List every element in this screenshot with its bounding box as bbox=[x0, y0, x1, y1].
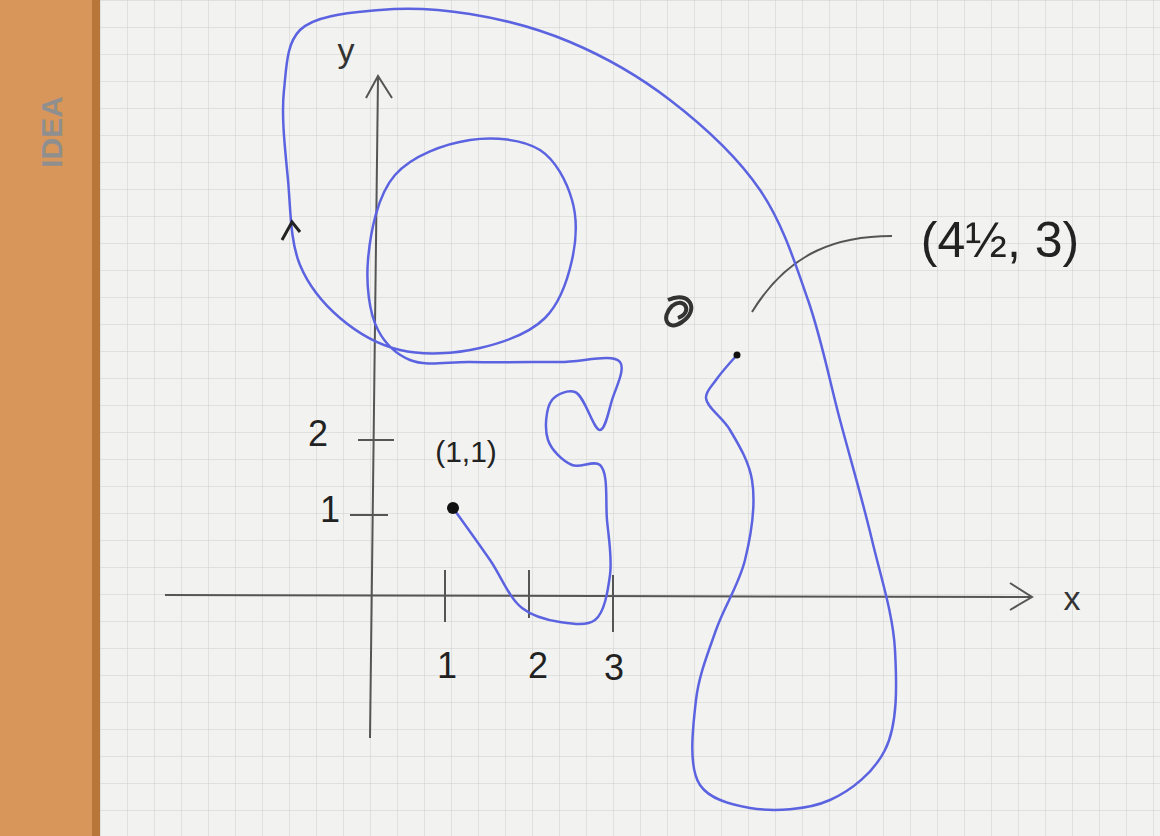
end-point bbox=[734, 352, 741, 359]
curve bbox=[283, 9, 896, 810]
path-curve bbox=[283, 9, 896, 810]
x-axis bbox=[165, 595, 1030, 597]
x-arrow bbox=[1010, 583, 1032, 610]
point-label: (1,1) bbox=[435, 437, 497, 467]
brand-mark: IDEA bbox=[37, 96, 67, 168]
axis-name: y bbox=[338, 33, 355, 67]
arrow-mark bbox=[282, 222, 300, 240]
point-label: (4½, 3) bbox=[921, 215, 1079, 265]
tick bbox=[612, 575, 614, 632]
tick-label: 1 bbox=[437, 648, 457, 684]
axes bbox=[165, 76, 1032, 738]
start-point bbox=[447, 502, 459, 514]
tick bbox=[444, 570, 446, 622]
binding-strip bbox=[0, 0, 100, 836]
tick-label: 3 bbox=[604, 650, 624, 686]
y-axis bbox=[370, 78, 378, 738]
tick-label: 2 bbox=[528, 648, 548, 684]
grid bbox=[100, 0, 1160, 836]
tick bbox=[350, 514, 388, 516]
tick-label: 2 bbox=[308, 416, 328, 452]
axis-name: x bbox=[1064, 581, 1081, 615]
binding-edge bbox=[92, 0, 100, 836]
y-arrow bbox=[366, 76, 392, 98]
tick-label: 1 bbox=[320, 492, 340, 528]
scribble bbox=[666, 297, 691, 325]
tick bbox=[358, 439, 394, 441]
leader-line bbox=[752, 236, 892, 312]
